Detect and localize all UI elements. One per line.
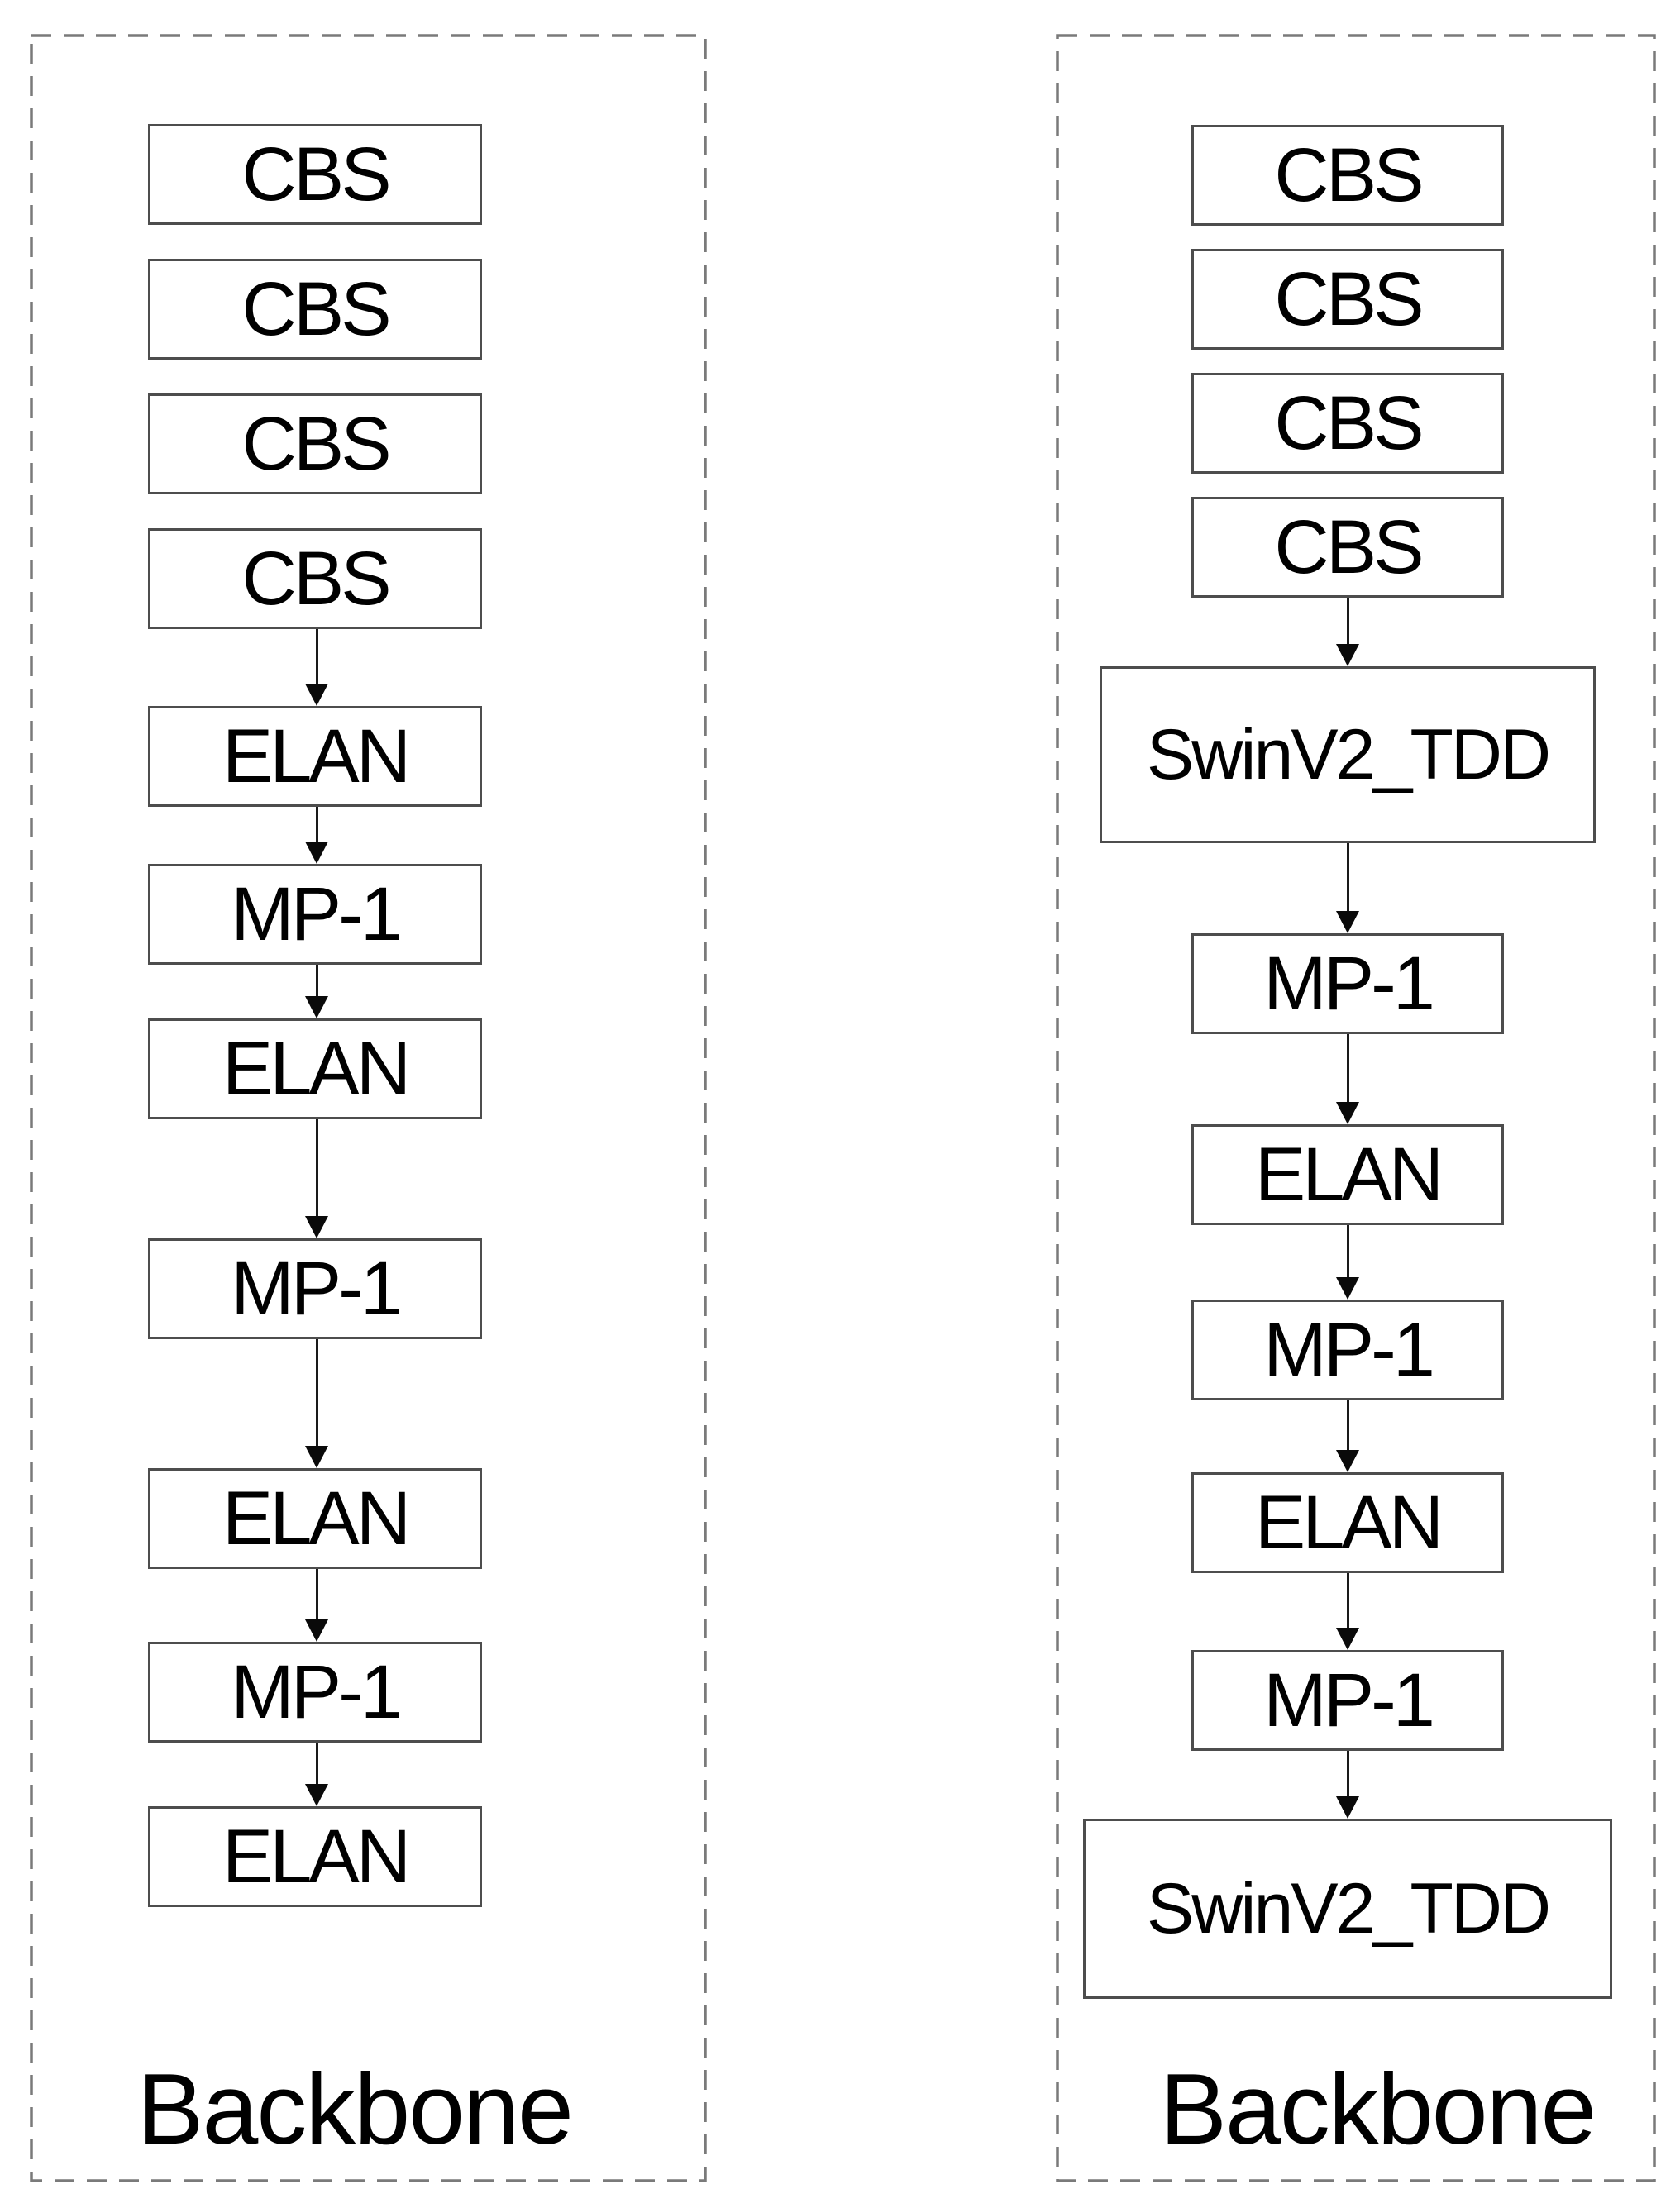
arrow-line [1346,1225,1349,1280]
down-arrow [1333,1751,1363,1819]
node-elan-2: ELAN [148,1018,482,1119]
down-arrow [302,1569,332,1642]
down-arrow [1333,1573,1363,1650]
dashed-border [1056,34,1656,2182]
panel-title: Backbone [136,2053,574,2165]
node-elan-4: ELAN [148,1806,482,1907]
arrow-line [315,1119,318,1218]
arrow-line [1346,1751,1349,1799]
node-elan-2: ELAN [1191,1472,1504,1573]
backbone-panel-left: CBS CBS CBS CBS ELAN MP-1 ELAN MP-1 EL [30,34,707,2182]
arrow-line [315,1743,318,1786]
arrow-line [1346,843,1349,913]
node-swinv2-tdd-2: SwinV2_TDD [1083,1819,1612,1999]
arrow-line [1346,598,1349,646]
node-elan-1: ELAN [148,706,482,807]
node-mp1-3: MP-1 [148,1642,482,1743]
panel-title: Backbone [1159,2053,1597,2165]
arrow-line [1346,1400,1349,1452]
arrow-head-icon [305,1784,328,1806]
node-mp1-1: MP-1 [148,864,482,965]
arrow-head-icon [305,842,328,864]
down-arrow [1333,1034,1363,1124]
arrow-head-icon [305,684,328,706]
down-arrow [302,1743,332,1806]
backbone-panel-right: CBS CBS CBS CBS SwinV2_TDD MP-1 ELAN MP-… [1056,34,1656,2182]
down-arrow [302,629,332,706]
down-arrow [302,1339,332,1468]
arrow-head-icon [305,996,328,1018]
node-mp1-2: MP-1 [148,1238,482,1339]
arrow-head-icon [1336,1277,1359,1300]
arrow-head-icon [1336,1796,1359,1819]
node-cbs-4: CBS [1191,497,1504,598]
node-cbs-1: CBS [1191,125,1504,226]
node-cbs-2: CBS [148,259,482,360]
arrow-head-icon [305,1619,328,1642]
arrow-line [315,629,318,686]
node-swinv2-tdd-1: SwinV2_TDD [1100,666,1596,843]
arrow-line [1346,1034,1349,1104]
node-mp1-2: MP-1 [1191,1300,1504,1400]
down-arrow [1333,1225,1363,1300]
arrow-head-icon [305,1446,328,1468]
down-arrow [302,1119,332,1238]
node-cbs-2: CBS [1191,249,1504,350]
down-arrow [1333,598,1363,666]
node-mp1-1: MP-1 [1191,933,1504,1034]
node-cbs-3: CBS [1191,373,1504,474]
arrow-line [315,965,318,999]
arrow-head-icon [1336,1628,1359,1650]
arrow-head-icon [305,1216,328,1238]
arrow-line [315,807,318,844]
arrow-line [315,1339,318,1448]
dashed-border [30,34,707,2182]
arrow-head-icon [1336,1102,1359,1124]
arrow-line [315,1569,318,1622]
down-arrow [302,807,332,864]
node-cbs-1: CBS [148,124,482,225]
down-arrow [1333,843,1363,933]
node-cbs-3: CBS [148,393,482,494]
arrow-head-icon [1336,644,1359,666]
arrow-head-icon [1336,911,1359,933]
arrow-line [1346,1573,1349,1630]
node-cbs-4: CBS [148,528,482,629]
node-elan-1: ELAN [1191,1124,1504,1225]
down-arrow [1333,1400,1363,1472]
arrow-head-icon [1336,1450,1359,1472]
down-arrow [302,965,332,1018]
node-mp1-3: MP-1 [1191,1650,1504,1751]
node-elan-3: ELAN [148,1468,482,1569]
